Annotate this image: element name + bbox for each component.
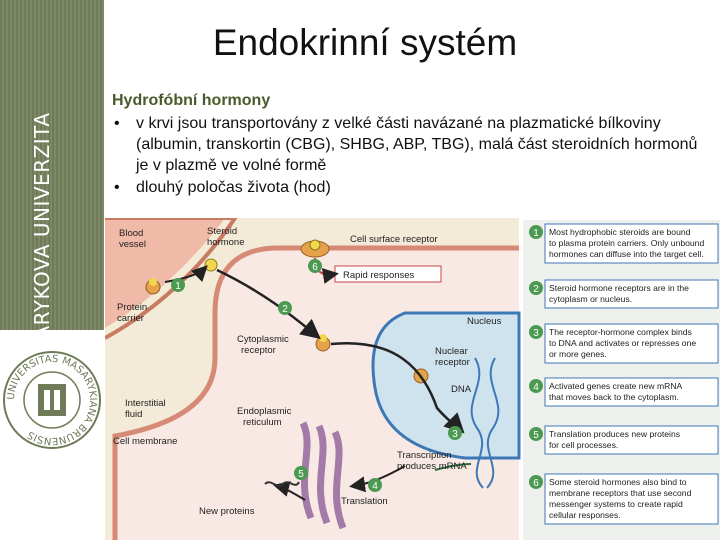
step-text-line: Translation produces new proteins — [549, 429, 680, 439]
step-text-line: hormones can diffuse into the target cel… — [549, 249, 704, 259]
label-blood-vessel: Blood — [119, 228, 143, 239]
new-protein — [264, 481, 300, 487]
svg-text:reticulum: reticulum — [243, 417, 282, 428]
slide-title: Endokrinní systém — [212, 22, 518, 63]
bullet-marker: • — [114, 179, 120, 196]
label-protein-carrier: Protein — [117, 302, 147, 313]
label-dna: DNA — [451, 384, 472, 395]
label-transcription: Transcription — [397, 450, 452, 461]
steroid-hormone — [204, 258, 218, 272]
step-number: 3 — [533, 328, 539, 339]
label-endoplasmic-reticulum: Endoplasmic — [237, 406, 292, 417]
slide-content: Hydrofóbní hormony • v krvi jsou transpor… — [112, 90, 702, 199]
step-text-line: Most hydrophobic steroids are bound — [549, 227, 691, 237]
endoplasmic-reticulum — [299, 421, 347, 530]
bullet-item: • v krvi jsou transportovány z velké část… — [112, 113, 702, 176]
step-number-badge — [529, 427, 543, 441]
step-text-line: to plasma protein carriers. Only unbound — [549, 238, 704, 248]
svg-text:receptor: receptor — [241, 345, 276, 356]
step-text-line: Some steroid hormones also bind to — [549, 477, 687, 487]
section-heading: Hydrofóbní hormony — [112, 92, 271, 109]
step-number-badge — [529, 475, 543, 489]
bullet-marker: • — [114, 115, 120, 132]
step-item: 2 Steroid hormone receptors are in thecyt… — [529, 279, 719, 309]
svg-text:carrier: carrier — [117, 313, 144, 324]
step-box — [544, 279, 719, 309]
svg-text:4: 4 — [372, 481, 378, 492]
step-text-line: cellular responses. — [549, 510, 621, 520]
steroid-hormone — [309, 239, 321, 251]
label-steroid-hormone: Steroid — [207, 226, 237, 237]
sidebar-band — [0, 0, 104, 330]
step-text-line: to DNA and activates or represses one — [549, 338, 696, 348]
step-number: 1 — [533, 228, 539, 239]
step-box — [544, 473, 719, 525]
label-nuclear-receptor: Nuclear — [435, 346, 468, 357]
svg-text:3: 3 — [452, 429, 458, 440]
label-interstitial-fluid: Interstitial — [125, 398, 166, 409]
label-cell-membrane: Cell membrane — [113, 436, 177, 447]
step-number: 4 — [533, 382, 539, 393]
nucleus — [371, 311, 521, 460]
svg-text:hormone: hormone — [207, 237, 245, 248]
university-sidebar: MASARYKOVA UNIVERZITA UNIVERSITAS MASARY… — [0, 0, 104, 540]
step-item: 6 Some steroid hormones also bind tomembr… — [529, 473, 719, 525]
svg-text:produces mRNA: produces mRNA — [397, 461, 467, 472]
step-number-badge — [529, 379, 543, 393]
label-nucleus: Nucleus — [467, 316, 502, 327]
step-number: 2 — [533, 284, 539, 295]
bullet-text: dlouhý poločas života (hod) — [136, 179, 331, 196]
blood-vessel — [105, 218, 225, 328]
step-box — [544, 223, 719, 264]
svg-text:5: 5 — [298, 469, 304, 480]
svg-text:1: 1 — [175, 281, 181, 292]
label-translation: Translation — [341, 496, 388, 507]
label-cell-surface-receptor: Cell surface receptor — [350, 234, 438, 245]
step-text-line: Activated genes create new mRNA — [549, 381, 683, 391]
step-text-line: membrane receptors that use second — [549, 488, 692, 498]
step-number-badge — [529, 281, 543, 295]
step-number: 6 — [533, 478, 539, 489]
university-seal-logo: UNIVERSITAS MASARYKIANA BRUNENSIS — [0, 340, 104, 540]
label-rapid-responses: Rapid responses — [343, 270, 415, 281]
step-text-line: The receptor-hormone complex binds — [549, 327, 692, 337]
step-text-line: for cell processes. — [549, 440, 618, 450]
step-text-line: cytoplasm or nucleus. — [549, 294, 632, 304]
step-box — [544, 425, 719, 455]
step-text-line: that moves back to the cytoplasm. — [549, 392, 679, 402]
step-text-line: or more genes. — [549, 349, 607, 359]
dna-strand — [486, 357, 500, 489]
label-new-proteins: New proteins — [199, 506, 255, 517]
dna-strand — [470, 357, 484, 489]
steroid-hormone-diagram: 1 2 3 4 5 6 Blood vessel Steroid hormone… — [105, 218, 720, 540]
label-cytoplasmic-receptor: Cytoplasmic — [237, 334, 289, 345]
bullet-text: v krvi jsou transportovány z velké části… — [136, 115, 698, 174]
step-text-line: messenger systems to create rapid — [549, 499, 683, 509]
diagram-step-markers: 1 2 3 4 5 6 — [171, 259, 462, 492]
step-number-badge — [529, 225, 543, 239]
step-box — [544, 377, 719, 407]
step-text-line: Steroid hormone receptors are in the — [549, 283, 689, 293]
svg-text:2: 2 — [282, 304, 288, 315]
diagram-labels: Blood vessel Steroid hormone Cell surfac… — [113, 226, 502, 517]
step-number-badge — [529, 325, 543, 339]
svg-text:receptor: receptor — [435, 357, 470, 368]
svg-text:fluid: fluid — [125, 409, 142, 420]
step-box — [544, 323, 719, 364]
bullet-list: • v krvi jsou transportovány z velké část… — [112, 113, 702, 198]
svg-text:6: 6 — [312, 262, 318, 273]
bullet-item: • dlouhý poločas života (hod) — [112, 177, 702, 198]
step-number: 5 — [533, 430, 539, 441]
svg-text:vessel: vessel — [119, 239, 146, 250]
